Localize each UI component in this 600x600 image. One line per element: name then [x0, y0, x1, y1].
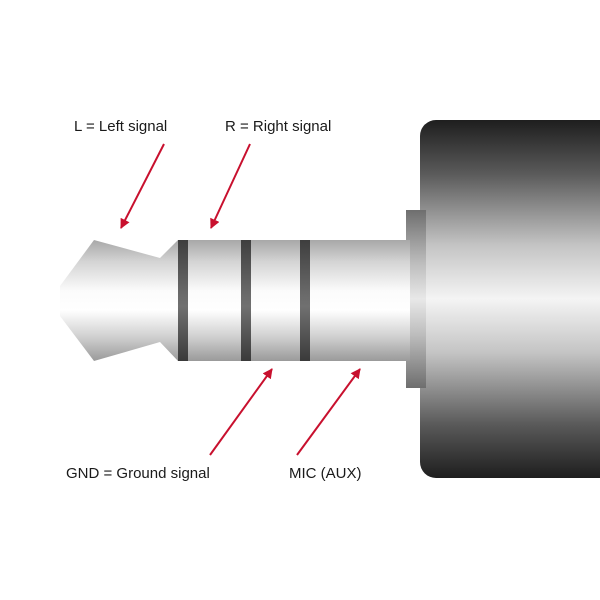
- label-left-signal: L = Left signal: [74, 118, 168, 135]
- plug-tip: [60, 240, 178, 361]
- arrow-mic: [296, 368, 361, 456]
- insulating-ring-1: [178, 240, 188, 361]
- insulating-ring-3: [300, 240, 310, 361]
- plug-body: [420, 120, 600, 478]
- arrow-ground-signal: [209, 368, 273, 456]
- label-ground-signal: GND = Ground signal: [66, 465, 210, 482]
- plug-sleeve: [178, 240, 410, 361]
- arrow-left-signal: [120, 143, 165, 229]
- label-right-signal: R = Right signal: [225, 118, 332, 135]
- insulating-ring-2: [241, 240, 251, 361]
- label-mic: MIC (AUX): [289, 465, 362, 482]
- arrow-right-signal: [210, 143, 251, 229]
- plug-collar: [406, 210, 426, 388]
